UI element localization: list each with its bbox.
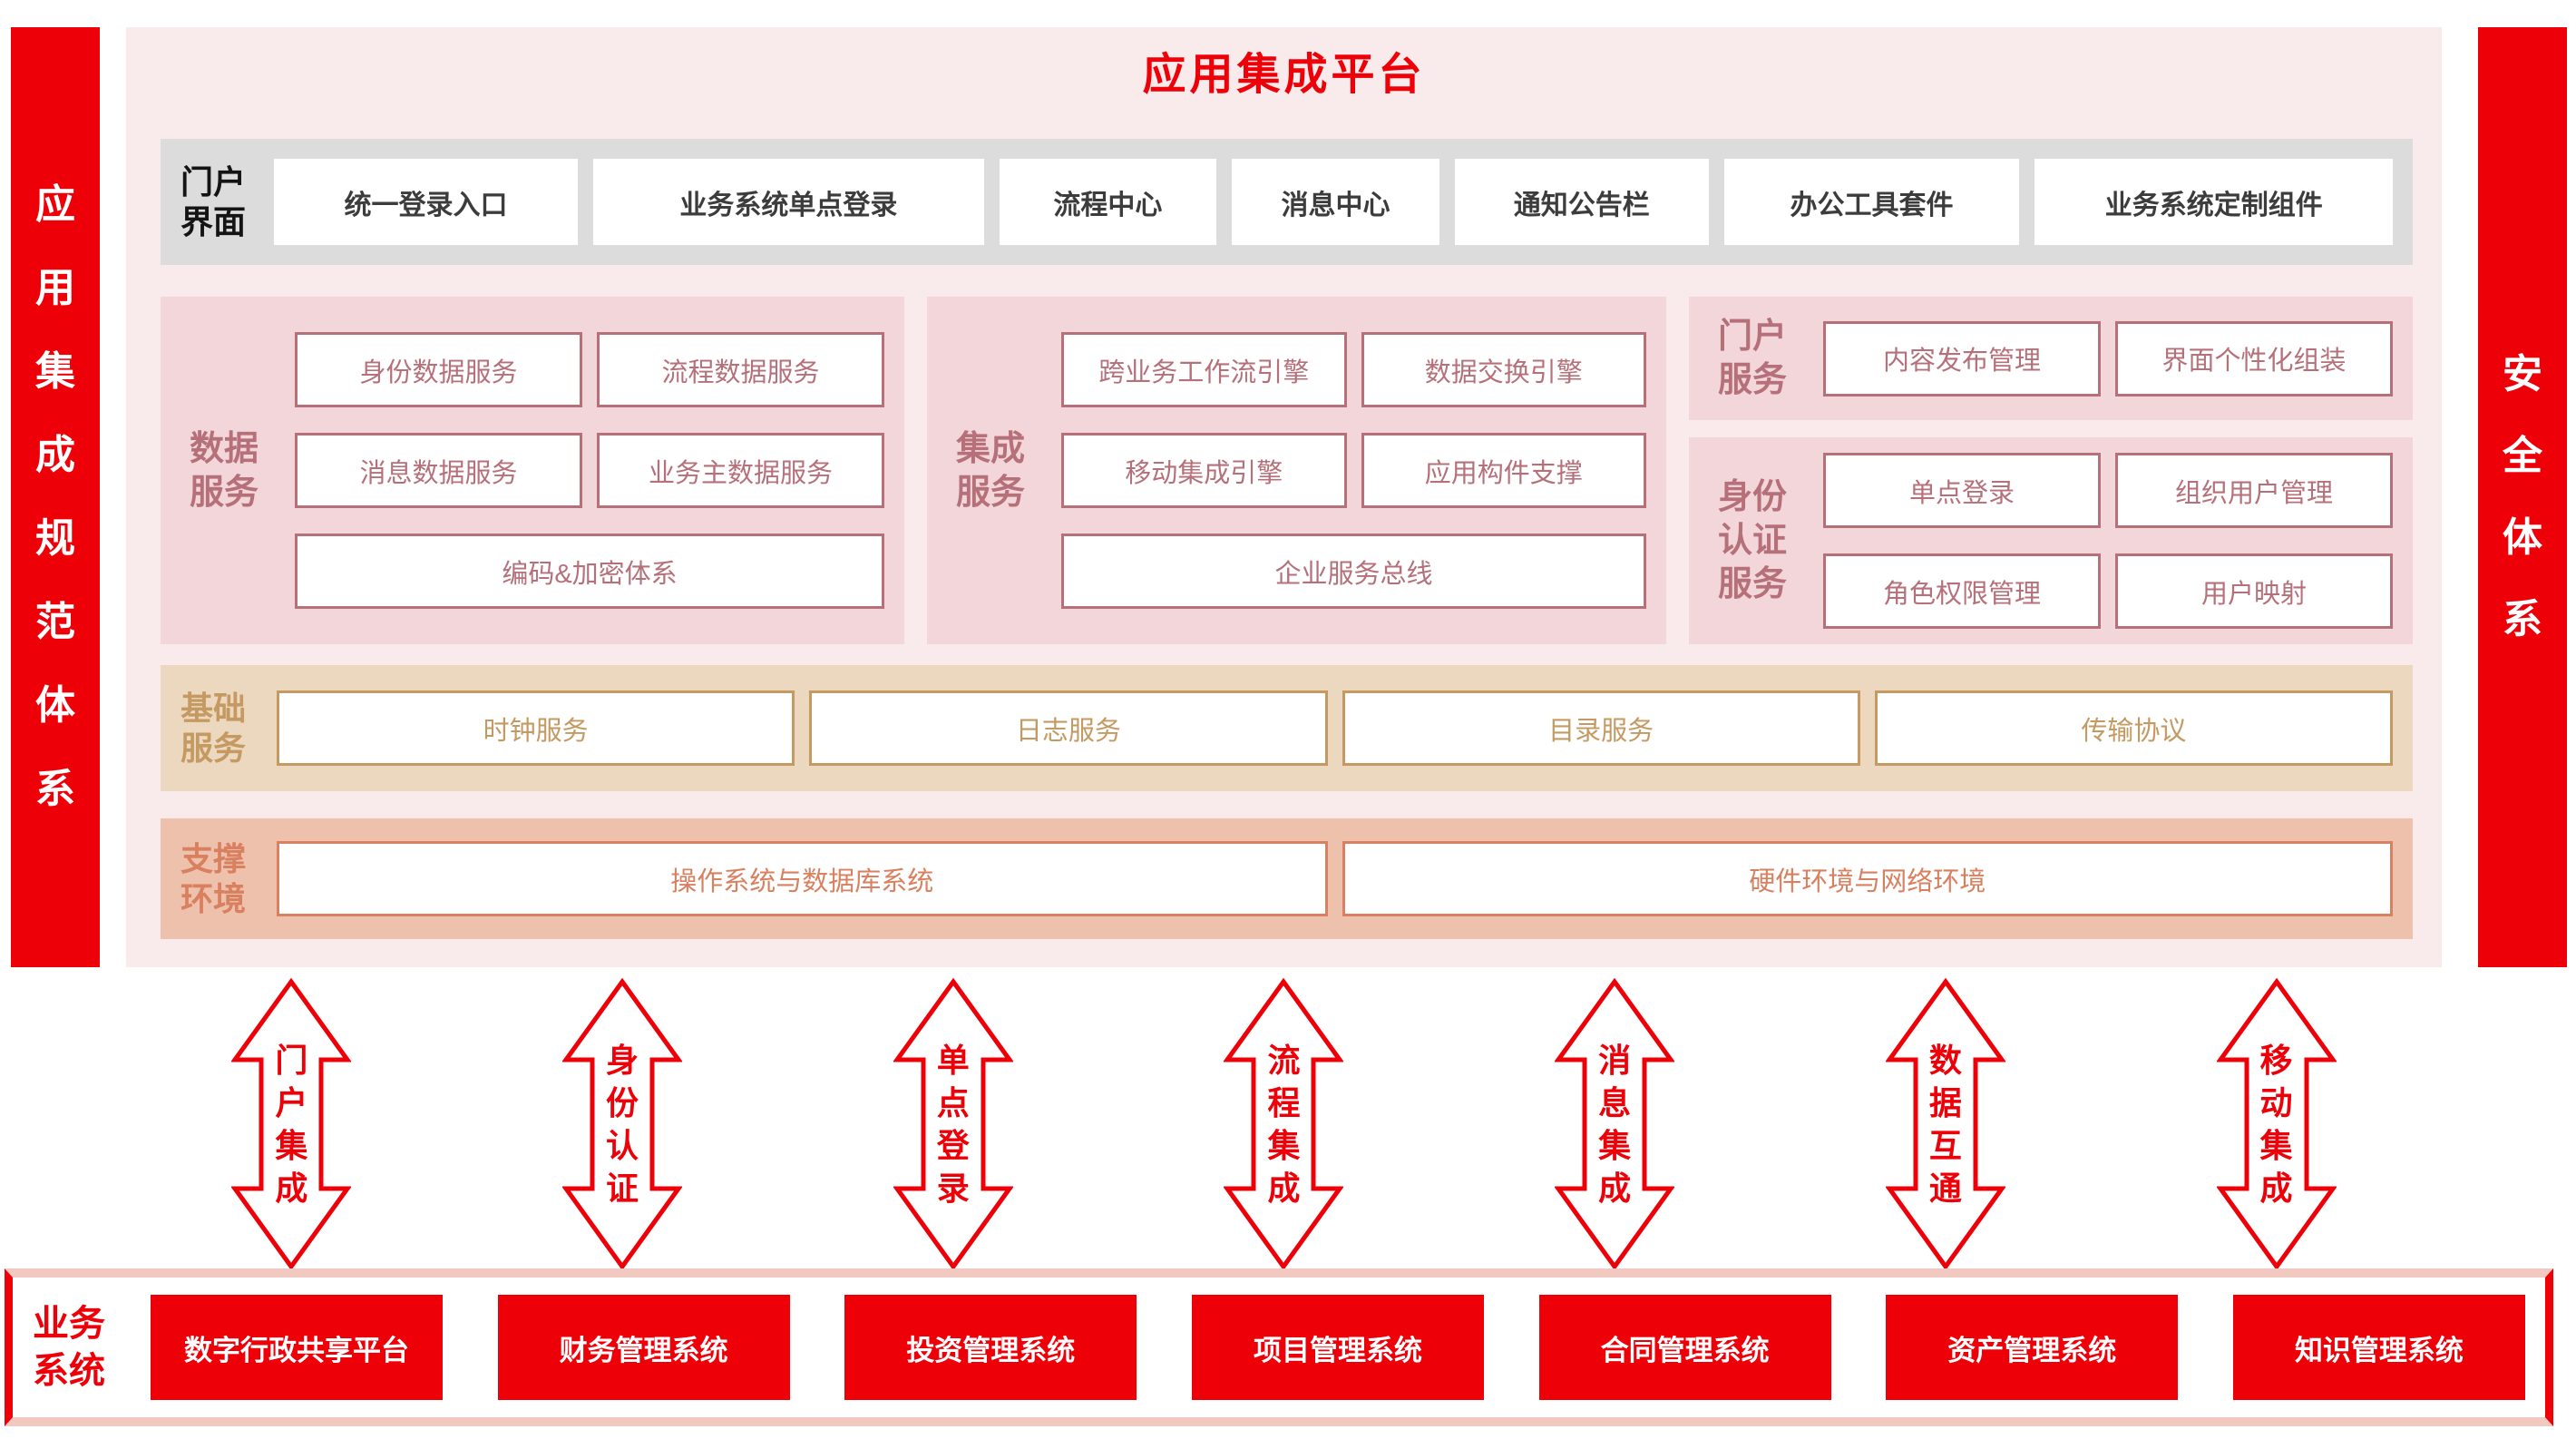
double-arrow-icon (1224, 978, 1344, 1270)
data-services-panel: 数据服务 身份数据服务 流程数据服务 消息数据服务 业务主数据服务 编码&加密体… (161, 297, 904, 644)
business-system-box: 资产管理系统 (1886, 1295, 2179, 1400)
integration-arrows-row: 门户集成 身份认证 单点登录 流程集成 消息集成 数据互通 移动集成 (126, 978, 2442, 1270)
arrow-label: 单点登录 (936, 1042, 970, 1207)
business-system-box: 项目管理系统 (1191, 1295, 1484, 1400)
portal-identity-column: 门户服务 内容发布管理 界面个性化组装 身份认证服务 单点登录 组织用户管理 (1689, 297, 2413, 644)
identity-services-label: 身份认证服务 (1717, 478, 1787, 603)
portal-services-panel: 门户服务 内容发布管理 界面个性化组装 (1689, 297, 2413, 420)
arrow-label: 门户集成 (275, 1042, 308, 1207)
arrow-label: 移动集成 (2259, 1042, 2293, 1207)
application-integration-platform-panel: 应用集成平台 门户界面 统一登录入口 业务系统单点登录 流程中心 消息中心 通知… (126, 27, 2442, 967)
service-box: 业务主数据服务 (597, 433, 884, 508)
double-arrow-icon (1555, 978, 1675, 1270)
data-services-boxes: 身份数据服务 流程数据服务 消息数据服务 业务主数据服务 编码&加密体系 (264, 332, 904, 609)
service-box: 编码&加密体系 (295, 534, 884, 609)
base-service-box: 时钟服务 (277, 690, 795, 766)
service-box: 跨业务工作流引擎 (1061, 332, 1347, 407)
data-services-row-1: 身份数据服务 流程数据服务 (295, 332, 884, 407)
identity-services-boxes: 单点登录 组织用户管理 角色权限管理 用户映射 (1792, 453, 2413, 629)
arrow-label: 数据互通 (1928, 1042, 1962, 1207)
business-systems-label: 业务系统 (33, 1304, 105, 1391)
double-arrow-message-integration: 消息集成 (1555, 978, 1675, 1270)
double-arrow-single-sign-on: 单点登录 (893, 978, 1013, 1270)
service-box: 角色权限管理 (1823, 553, 2101, 629)
data-services-row-3: 编码&加密体系 (295, 534, 884, 609)
business-system-box: 投资管理系统 (844, 1295, 1137, 1400)
business-systems-strip: 业务系统 数字行政共享平台 财务管理系统 投资管理系统 项目管理系统 合同管理系… (5, 1268, 2553, 1426)
double-arrow-icon (562, 978, 683, 1270)
left-spec-system-bar: 应用集成规范体系 (11, 27, 100, 967)
services-row: 数据服务 身份数据服务 流程数据服务 消息数据服务 业务主数据服务 编码&加密体… (161, 297, 2413, 644)
service-box: 流程数据服务 (597, 332, 884, 407)
integration-services-label: 集成服务 (955, 429, 1025, 512)
right-bar-label: 安全体系 (2503, 352, 2542, 641)
data-services-label: 数据服务 (189, 429, 259, 512)
service-box: 单点登录 (1823, 453, 2101, 528)
arrow-label: 消息集成 (1598, 1042, 1632, 1207)
portal-services-label: 门户服务 (1717, 318, 1787, 399)
service-box: 企业服务总线 (1061, 534, 1646, 609)
service-box: 应用构件支撑 (1361, 433, 1646, 508)
integration-services-boxes: 跨业务工作流引擎 数据交换引擎 移动集成引擎 应用构件支撑 企业服务总线 (1030, 332, 1666, 609)
service-box: 内容发布管理 (1823, 320, 2101, 397)
integration-services-row-3: 企业服务总线 (1061, 534, 1646, 609)
identity-services-row-2: 角色权限管理 用户映射 (1823, 553, 2393, 629)
portal-ui-label: 门户界面 (181, 162, 247, 240)
identity-services-row-1: 单点登录 组织用户管理 (1823, 453, 2393, 528)
double-arrow-portal-integration: 门户集成 (231, 978, 352, 1270)
arrow-label: 身份认证 (606, 1042, 639, 1207)
double-arrow-icon (231, 978, 352, 1270)
portal-ui-item: 办公工具套件 (1723, 159, 2020, 245)
portal-ui-item: 业务系统单点登录 (593, 159, 984, 245)
portal-services-row-1: 内容发布管理 界面个性化组装 (1823, 320, 2393, 397)
platform-title: 应用集成平台 (1142, 51, 1426, 99)
double-arrow-mobile-integration: 移动集成 (2216, 978, 2337, 1270)
identity-services-panel: 身份认证服务 单点登录 组织用户管理 角色权限管理 用户映射 (1689, 437, 2413, 644)
base-service-box: 日志服务 (809, 690, 1328, 766)
service-box: 组织用户管理 (2115, 453, 2393, 528)
portal-ui-item: 流程中心 (999, 159, 1216, 245)
portal-ui-item: 通知公告栏 (1455, 159, 1709, 245)
integration-services-panel: 集成服务 跨业务工作流引擎 数据交换引擎 移动集成引擎 应用构件支撑 企业服务总… (927, 297, 1666, 644)
integration-services-row-2: 移动集成引擎 应用构件支撑 (1061, 433, 1646, 508)
service-box: 消息数据服务 (295, 433, 582, 508)
service-box: 数据交换引擎 (1361, 332, 1646, 407)
business-system-box: 合同管理系统 (1538, 1295, 1831, 1400)
portal-services-boxes: 内容发布管理 界面个性化组装 (1792, 320, 2413, 397)
business-system-box: 知识管理系统 (2232, 1295, 2525, 1400)
portal-ui-item: 消息中心 (1232, 159, 1440, 245)
support-environment-box: 操作系统与数据库系统 (277, 841, 1328, 916)
base-services-label: 基础服务 (181, 689, 247, 767)
business-systems-boxes: 数字行政共享平台 财务管理系统 投资管理系统 项目管理系统 合同管理系统 资产管… (151, 1295, 2525, 1400)
business-system-box: 数字行政共享平台 (151, 1295, 443, 1400)
portal-ui-row: 门户界面 统一登录入口 业务系统单点登录 流程中心 消息中心 通知公告栏 办公工… (161, 139, 2413, 265)
service-box: 界面个性化组装 (2115, 320, 2393, 397)
left-bar-label: 应用集成规范体系 (35, 182, 75, 811)
arrow-label: 流程集成 (1267, 1042, 1301, 1207)
portal-ui-item: 业务系统定制组件 (2034, 159, 2393, 245)
double-arrow-icon (2216, 978, 2337, 1270)
double-arrow-icon (1885, 978, 2005, 1270)
service-box: 移动集成引擎 (1061, 433, 1347, 508)
data-services-row-2: 消息数据服务 业务主数据服务 (295, 433, 884, 508)
right-security-system-bar: 安全体系 (2478, 27, 2567, 967)
double-arrow-process-integration: 流程集成 (1224, 978, 1344, 1270)
service-box: 用户映射 (2115, 553, 2393, 629)
support-environment-label: 支撑环境 (181, 839, 247, 917)
base-services-row: 基础服务 时钟服务 日志服务 目录服务 传输协议 (161, 665, 2413, 791)
integration-services-row-1: 跨业务工作流引擎 数据交换引擎 (1061, 332, 1646, 407)
base-service-box: 目录服务 (1342, 690, 1860, 766)
double-arrow-identity-auth: 身份认证 (562, 978, 683, 1270)
double-arrow-icon (893, 978, 1013, 1270)
base-service-box: 传输协议 (1874, 690, 2393, 766)
service-box: 身份数据服务 (295, 332, 582, 407)
business-system-box: 财务管理系统 (497, 1295, 790, 1400)
portal-ui-item: 统一登录入口 (274, 159, 578, 245)
support-environment-box: 硬件环境与网络环境 (1342, 841, 2393, 916)
support-environment-row: 支撑环境 操作系统与数据库系统 硬件环境与网络环境 (161, 818, 2413, 939)
double-arrow-data-exchange: 数据互通 (1885, 978, 2005, 1270)
